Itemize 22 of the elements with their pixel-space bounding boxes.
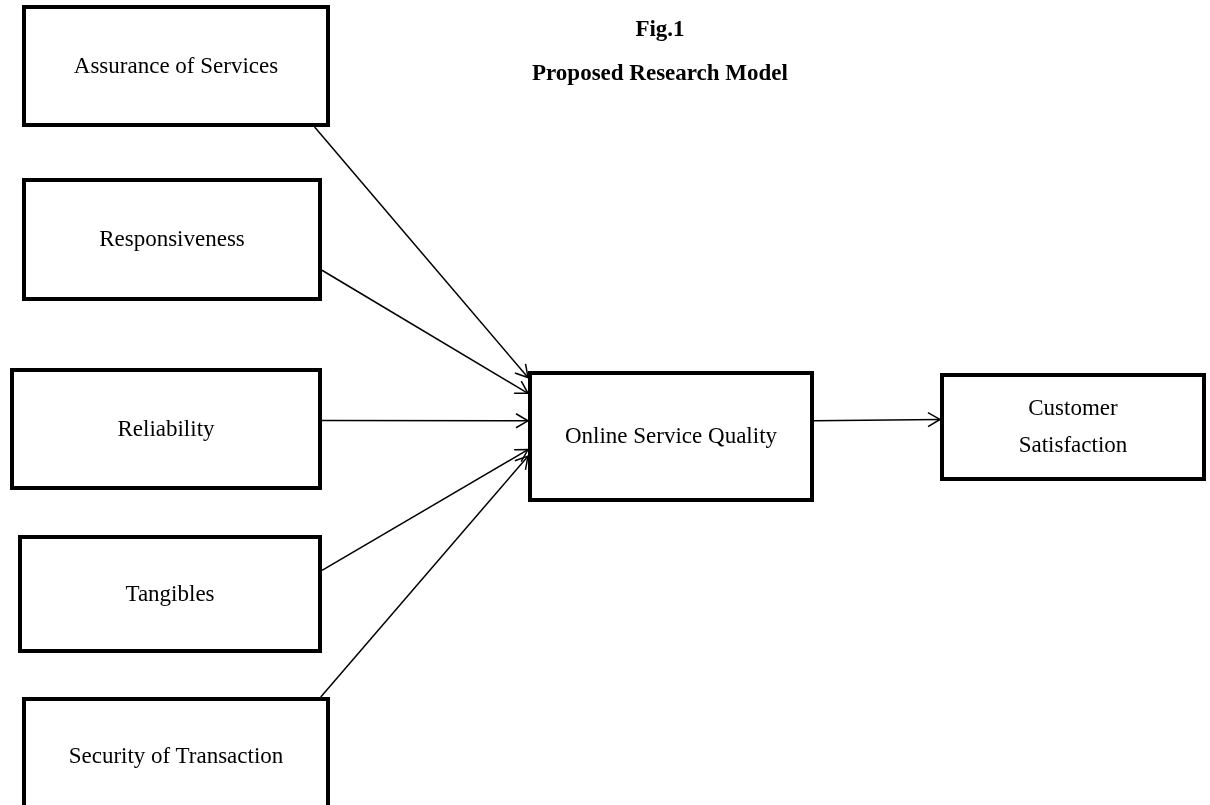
box-label: Online Service Quality: [564, 422, 778, 451]
box-label: Security of Transaction: [68, 741, 284, 770]
arrow: [321, 269, 529, 394]
factor-box: [940, 373, 1206, 481]
box-label: Assurance of Services: [73, 51, 279, 80]
arrow: [313, 126, 529, 379]
figure-number: Fig.1: [634, 16, 686, 42]
factor-box: [18, 535, 322, 653]
box-label: Responsiveness: [99, 225, 245, 254]
factor-box: [528, 371, 814, 502]
box-label: Reliability: [117, 414, 215, 443]
factor-box: [10, 368, 322, 490]
diagram-title: Proposed Research Model: [531, 60, 789, 86]
arrow: [320, 455, 529, 698]
factor-box: [22, 178, 322, 301]
box-label: Tangibles: [125, 579, 215, 608]
arrow: [321, 448, 529, 572]
arrow: [321, 413, 529, 429]
factor-box: [22, 697, 330, 805]
factor-box: [22, 5, 330, 127]
arrow: [813, 411, 941, 428]
box-label: Customer Satisfaction: [1017, 394, 1129, 459]
